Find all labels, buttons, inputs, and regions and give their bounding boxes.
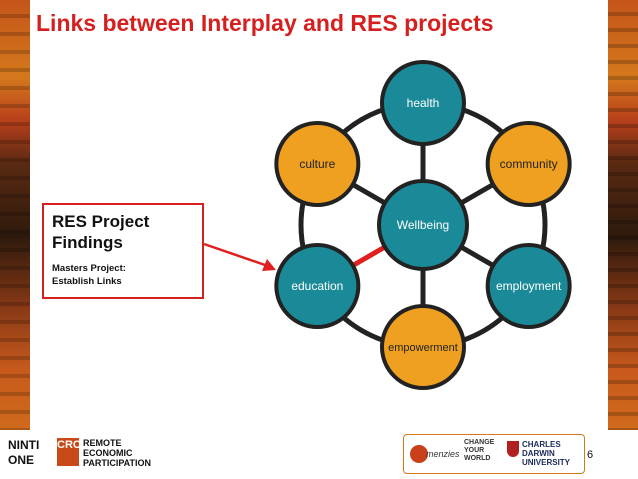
slide-title: Links between Interplay and RES projects [36, 10, 494, 36]
res-findings-box: RES Project Findings Masters Project: Es… [42, 203, 204, 299]
node-education: education [274, 243, 361, 329]
node-health: health [380, 60, 466, 146]
menzies-text: menzies [426, 449, 460, 459]
right-border-art [602, 0, 638, 430]
remote-logo-text: REMOTE ECONOMIC PARTICIPATION [83, 438, 151, 468]
res-heading: RES Project Findings [52, 212, 150, 252]
res-subheading: Masters Project: Establish Links [52, 263, 126, 287]
menzies-icon [410, 445, 428, 463]
node-community-circle [485, 121, 572, 207]
node-health-label: health [407, 96, 440, 110]
node-center-wellbeing: Wellbeing [377, 179, 469, 271]
node-empowerment-circle [380, 304, 466, 390]
page-number: 6 [587, 449, 594, 461]
node-health-circle [380, 60, 466, 146]
node-culture-circle [274, 121, 361, 207]
node-empowerment-label: empowerment [388, 342, 458, 354]
node-employment: employment [485, 243, 572, 329]
node-culture: culture [274, 121, 361, 207]
node-center-wellbeing-circle [377, 179, 469, 271]
node-employment-label: employment [496, 279, 562, 293]
node-education-circle [274, 243, 361, 329]
partner-logos: menzies CHANGE YOUR WORLD CHARLES DARWIN… [403, 434, 585, 474]
menzies-logo: menzies [410, 443, 460, 465]
ninti-one-logo: NINTI ONE CRC REMOTE ECONOMIC PARTICIPAT… [8, 438, 151, 472]
arrow-head [262, 259, 276, 271]
cdu-text: CHARLES DARWIN UNIVERSITY [522, 440, 571, 467]
crc-logo-text: CRC [57, 438, 81, 466]
ninti-logo-text: NINTI ONE [8, 438, 40, 467]
node-community-label: community [500, 157, 558, 171]
arrow-line [203, 242, 269, 268]
node-culture-label: culture [299, 157, 335, 171]
node-employment-circle [485, 243, 572, 329]
change-your-world-text: CHANGE YOUR WORLD [464, 439, 495, 462]
node-education-label: education [291, 279, 343, 293]
node-empowerment: empowerment [380, 304, 466, 390]
cdu-shield-icon [507, 441, 519, 457]
node-center-wellbeing-label: Wellbeing [397, 218, 449, 232]
diagram-nodes: health community employment empowerment educ… [274, 60, 572, 390]
node-community: community [485, 121, 572, 207]
